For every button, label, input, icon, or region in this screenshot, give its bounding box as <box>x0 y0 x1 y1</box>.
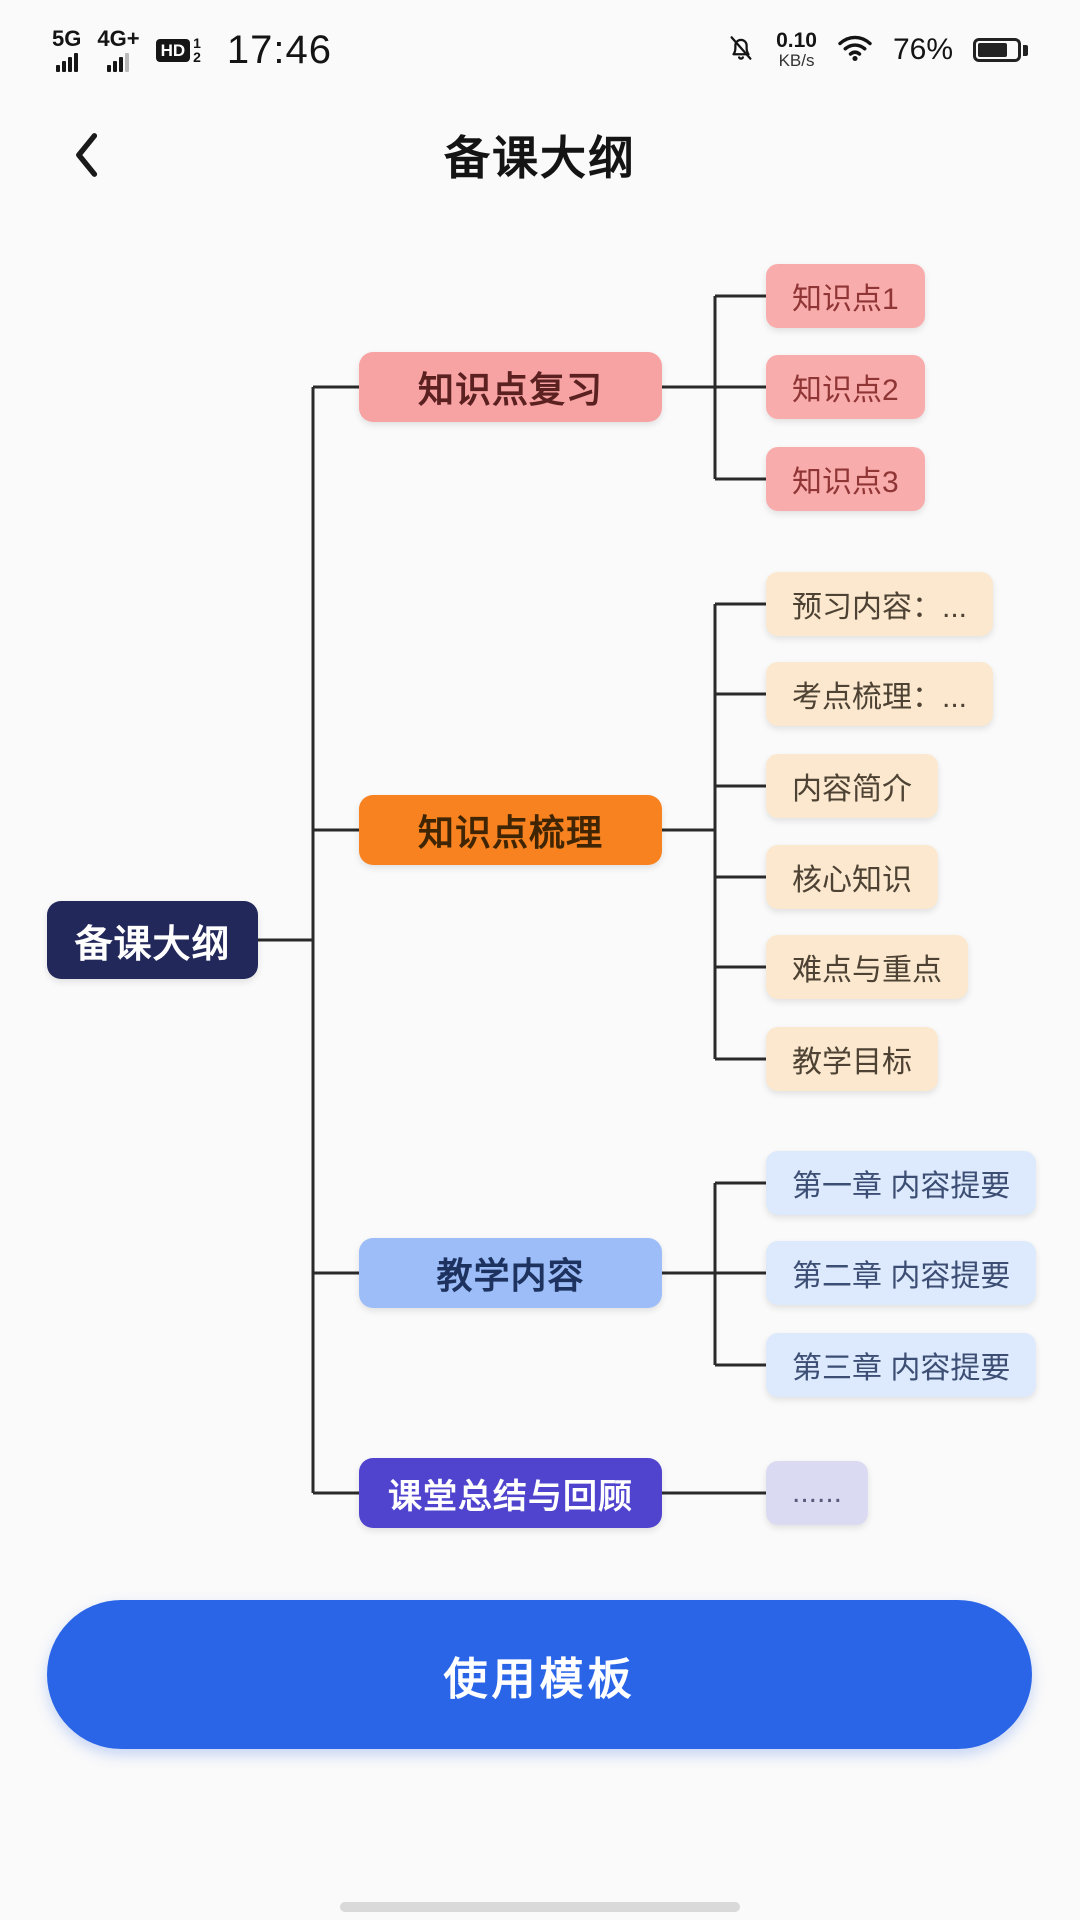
use-template-button[interactable]: 使用模板 <box>47 1600 1032 1749</box>
child-node: 核心知识 <box>766 845 938 909</box>
child-node: 知识点3 <box>766 447 925 511</box>
child-node: 内容简介 <box>766 754 938 818</box>
child-node: 知识点2 <box>766 355 925 419</box>
signal-5g-label: 5G <box>52 26 82 51</box>
status-bar: 5G 4G+ HD 1 2 17:46 <box>0 0 1080 100</box>
sim-slots: 1 2 <box>193 36 201 64</box>
mindmap-root-node: 备课大纲 <box>47 901 258 979</box>
network-speed-unit: KB/s <box>778 51 815 71</box>
header: 备课大纲 <box>0 100 1080 210</box>
status-bar-right: 0.10 KB/s 76% <box>726 29 1028 71</box>
signal-4g-label: 4G+ <box>97 26 140 51</box>
child-node: 第二章 内容提要 <box>766 1241 1037 1305</box>
branch-node-sorting: 知识点梳理 <box>359 795 662 865</box>
signal-4g: 4G+ <box>97 26 140 72</box>
branch-node-summary: 课堂总结与回顾 <box>359 1458 662 1528</box>
hd-indicator: HD 1 2 <box>155 36 201 64</box>
hd-icon: HD <box>155 38 191 62</box>
home-indicator[interactable] <box>340 1902 740 1912</box>
child-node: 第三章 内容提要 <box>766 1333 1037 1397</box>
network-speed-value: 0.10 <box>776 29 817 53</box>
child-node: 教学目标 <box>766 1027 938 1091</box>
branch-node-teaching-content: 教学内容 <box>359 1238 662 1308</box>
child-node: ...... <box>766 1461 869 1525</box>
battery-percent: 76% <box>892 33 953 66</box>
battery-icon <box>973 38 1028 62</box>
branch-node-review: 知识点复习 <box>359 352 662 422</box>
chevron-left-icon <box>76 133 98 177</box>
signal-bars-icon <box>107 52 130 72</box>
child-node: 难点与重点 <box>766 935 968 999</box>
wifi-icon <box>837 33 873 68</box>
child-node: 知识点1 <box>766 264 925 328</box>
network-speed: 0.10 KB/s <box>776 29 817 71</box>
back-button[interactable] <box>56 125 116 185</box>
connector-path <box>258 294 766 1495</box>
bell-slash-icon <box>726 32 756 69</box>
status-bar-left: 5G 4G+ HD 1 2 17:46 <box>52 28 332 73</box>
child-node: 考点梳理：... <box>766 662 994 726</box>
page-title: 备课大纲 <box>444 132 636 184</box>
sim-slot-1: 1 <box>193 35 201 51</box>
child-node: 第一章 内容提要 <box>766 1151 1037 1215</box>
signal-bars-icon <box>55 52 78 72</box>
signal-5g: 5G <box>52 28 81 72</box>
sim-slot-2: 2 <box>193 49 201 65</box>
child-node: 预习内容：... <box>766 572 994 636</box>
clock: 17:46 <box>226 27 333 72</box>
